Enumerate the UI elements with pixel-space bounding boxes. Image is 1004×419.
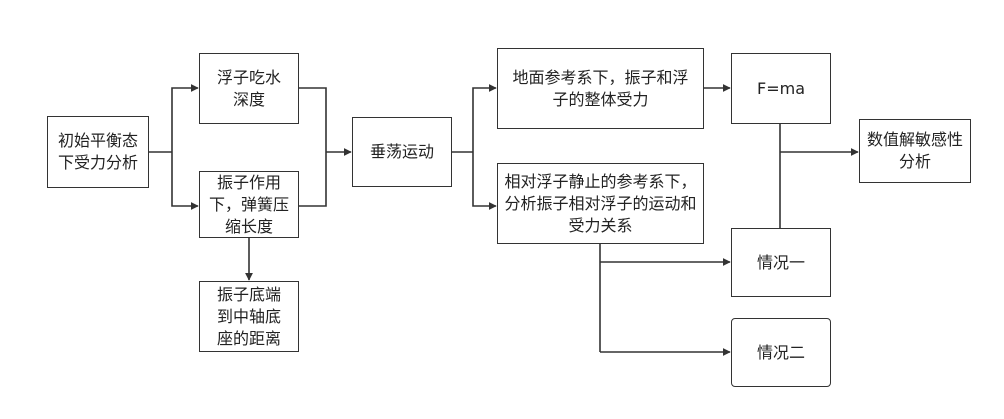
connector-split-ground bbox=[472, 84, 497, 152]
node-relative-frame-analysis-label: 相对浮子静止的参考系下，分析振子相对浮子的运动和受力关系 bbox=[504, 171, 697, 235]
node-heave-motion: 垂荡运动 bbox=[352, 117, 452, 187]
node-newton-second-law: F=ma bbox=[731, 53, 831, 124]
connector-split-spring bbox=[171, 152, 199, 210]
node-newton-second-law-label: F=ma bbox=[757, 78, 805, 98]
node-oscillator-base-distance-label: 振子底端到中轴底座的距离 bbox=[216, 284, 281, 348]
node-case-one: 情况一 bbox=[731, 228, 831, 297]
node-float-draft-depth-label: 浮子吃水深度 bbox=[216, 67, 281, 109]
node-spring-compression: 振子作用下，弹簧压缩长度 bbox=[199, 171, 299, 238]
node-initial-force-analysis: 初始平衡态下受力分析 bbox=[47, 116, 149, 188]
node-case-two: 情况二 bbox=[731, 318, 831, 387]
connector-split-relative bbox=[472, 152, 497, 210]
node-ground-frame-analysis: 地面参考系下，振子和浮子的整体受力 bbox=[497, 48, 704, 129]
node-relative-frame-analysis: 相对浮子静止的参考系下，分析振子相对浮子的运动和受力关系 bbox=[497, 163, 704, 244]
node-initial-force-analysis-label: 初始平衡态下受力分析 bbox=[57, 131, 138, 172]
connector-spring-merge bbox=[299, 152, 327, 207]
node-numerical-sensitivity: 数值解敏感性分析 bbox=[859, 119, 971, 183]
node-ground-frame-analysis-label: 地面参考系下，振子和浮子的整体受力 bbox=[512, 67, 689, 109]
node-oscillator-base-distance: 振子底端到中轴底座的距离 bbox=[199, 281, 299, 352]
node-spring-compression-label: 振子作用下，弹簧压缩长度 bbox=[209, 172, 290, 236]
node-heave-motion-label: 垂荡运动 bbox=[369, 142, 434, 161]
node-case-one-label: 情况一 bbox=[756, 252, 805, 272]
node-numerical-sensitivity-label: 数值解敏感性分析 bbox=[866, 130, 963, 171]
node-case-two-label: 情况二 bbox=[756, 342, 805, 362]
connector-draft-merge bbox=[299, 87, 327, 152]
connector-split-draft bbox=[171, 84, 199, 152]
node-float-draft-depth: 浮子吃水深度 bbox=[199, 53, 299, 124]
